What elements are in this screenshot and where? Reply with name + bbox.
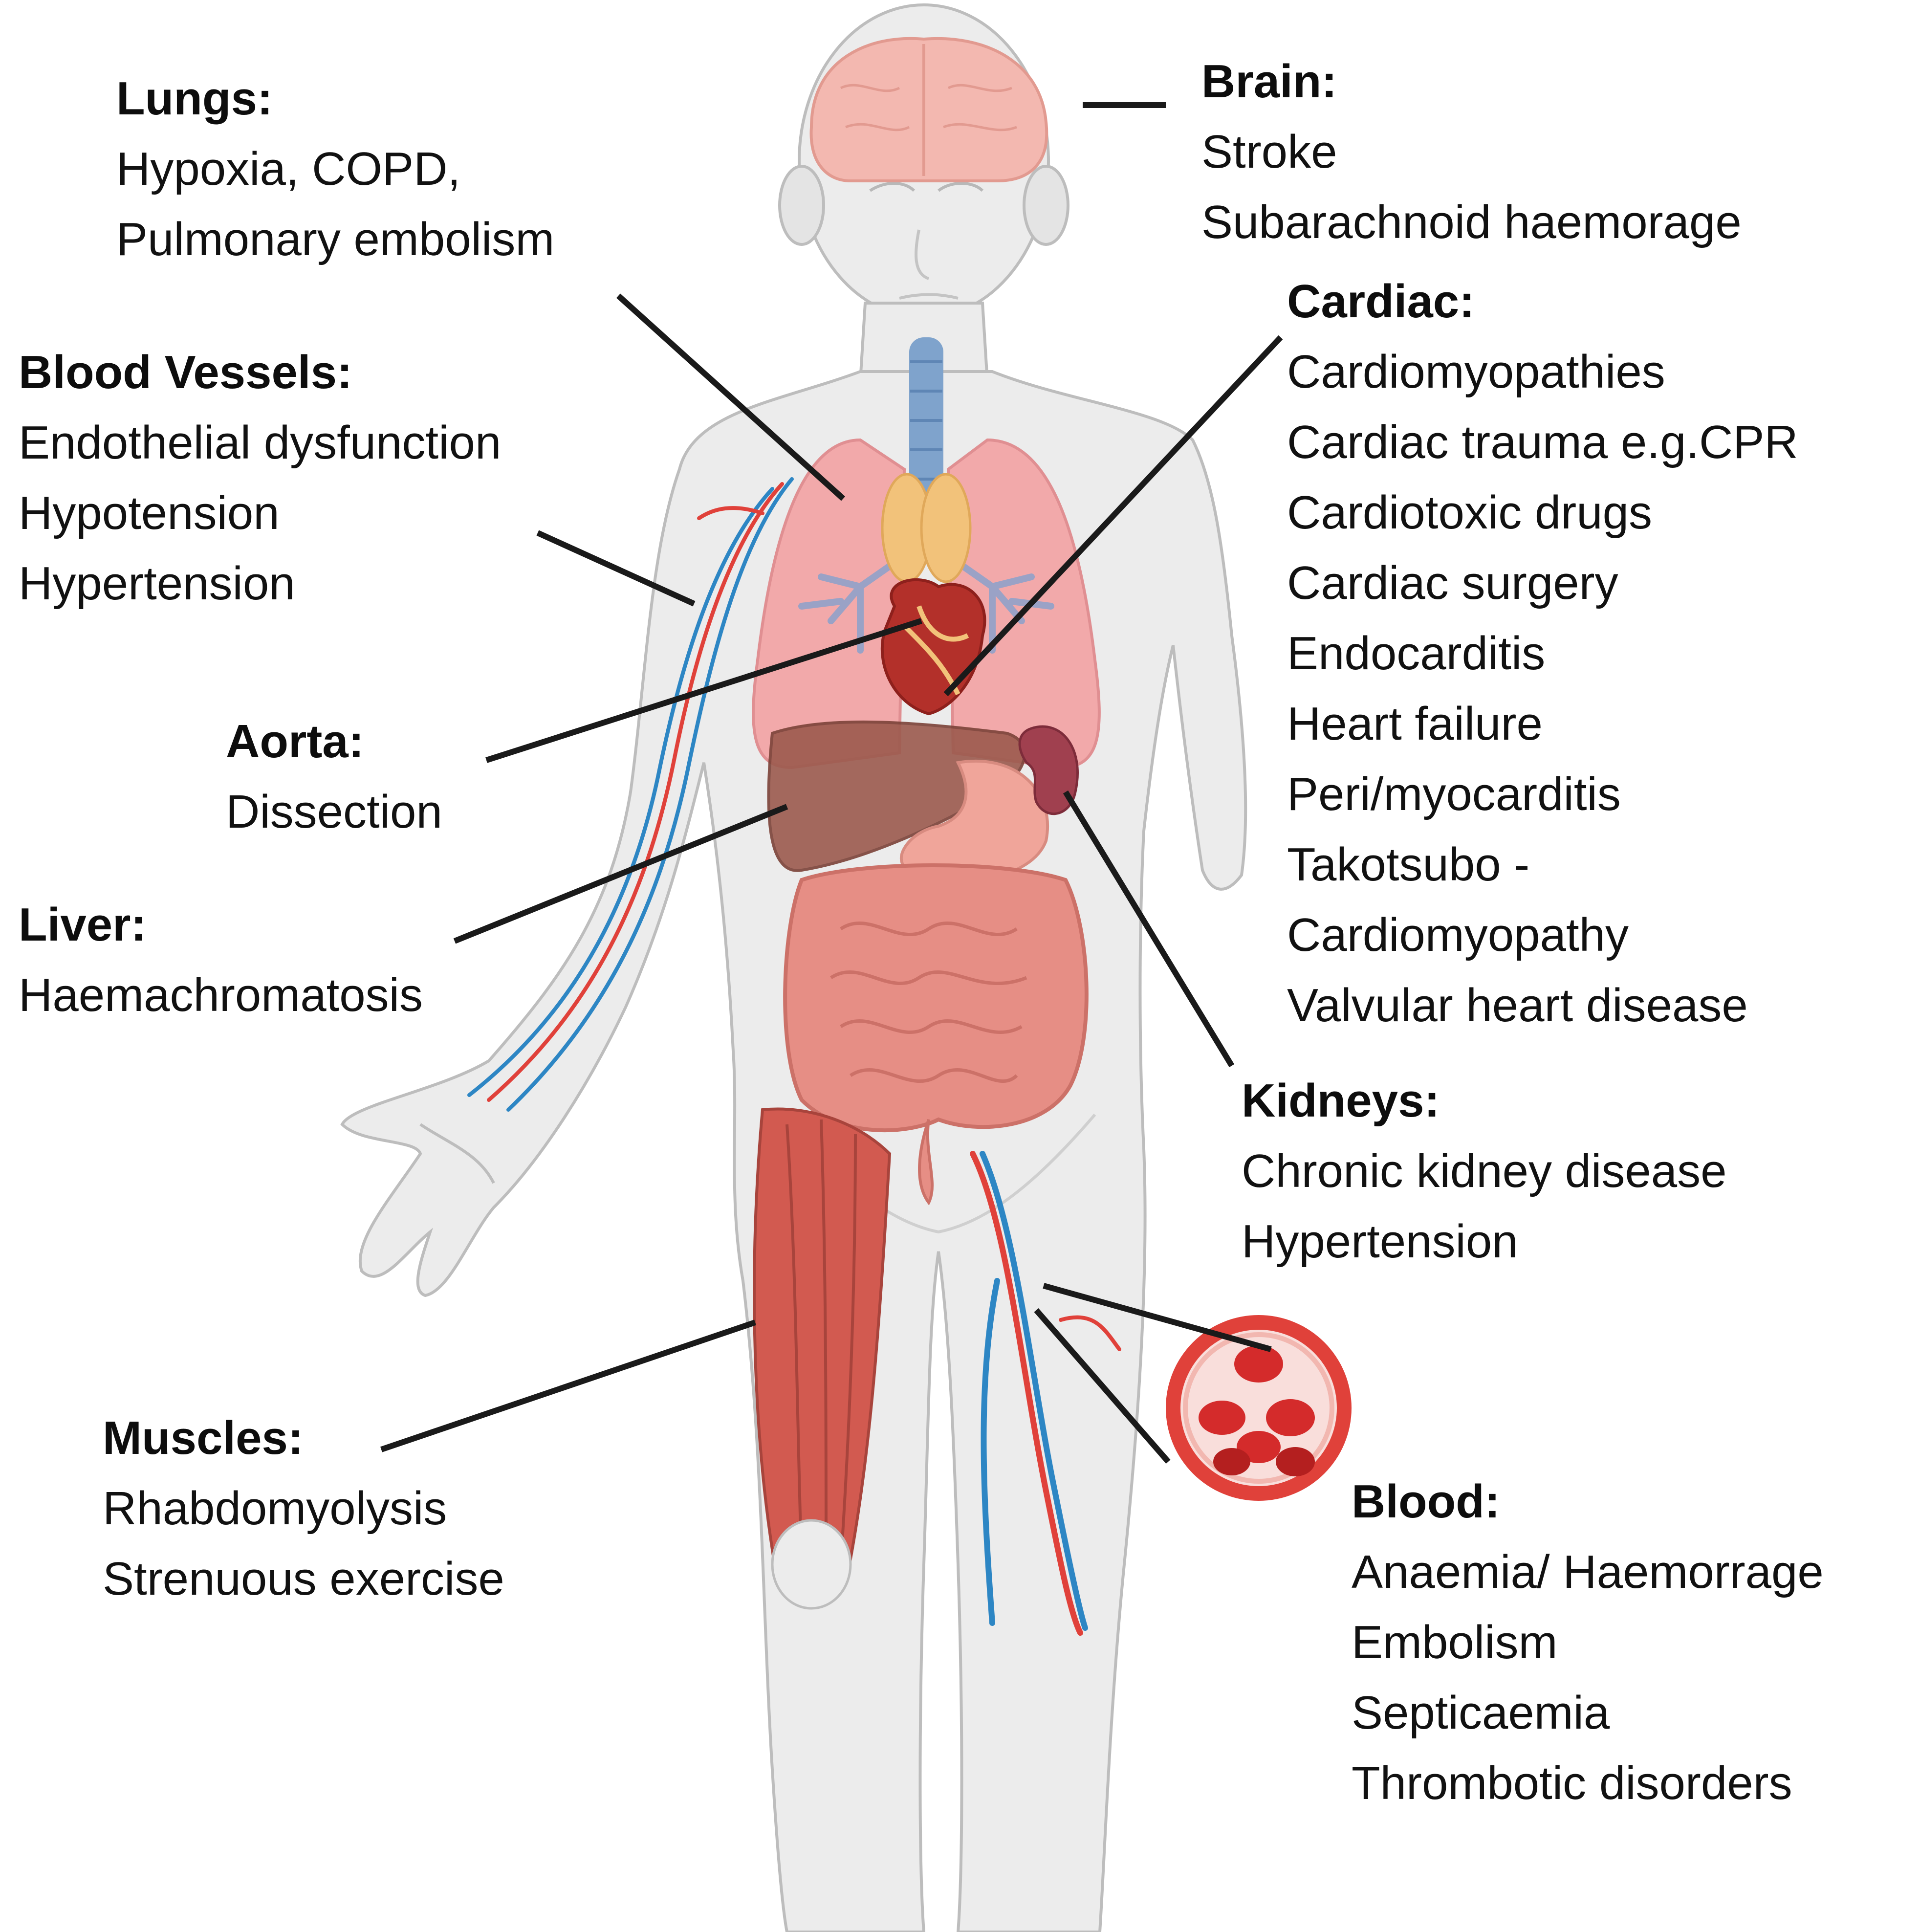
cardiac-item: Heart failure bbox=[1287, 698, 1543, 750]
blood-heading: Blood: bbox=[1352, 1475, 1500, 1528]
liver-heading: Liver: bbox=[19, 899, 147, 951]
thigh-muscle-illustration bbox=[753, 1107, 892, 1610]
lungs-illustration bbox=[752, 438, 1101, 769]
lungs-heading: Lungs: bbox=[116, 72, 273, 125]
arm-vessels-illustration bbox=[467, 477, 794, 1112]
blood-item: Septicaemia bbox=[1352, 1687, 1610, 1739]
kidneys-leader-line bbox=[1063, 790, 1235, 1068]
blood-vessels-item: Hypotension bbox=[19, 487, 280, 539]
brain-heading: Brain: bbox=[1201, 55, 1337, 108]
brain-label: Brain: Stroke Subarachnoid haemorage bbox=[1201, 46, 1742, 258]
blood-vessels-heading: Blood Vessels: bbox=[19, 346, 352, 398]
blood-item: Embolism bbox=[1352, 1616, 1558, 1669]
kidneys-item: Hypertension bbox=[1242, 1215, 1518, 1268]
blood-vessels-leader-line bbox=[536, 530, 696, 607]
cardiac-label: Cardiac: Cardiomyopathies Cardiac trauma… bbox=[1287, 266, 1798, 1041]
cardiac-item: Cardiotoxic drugs bbox=[1287, 486, 1652, 539]
muscles-leader-line bbox=[380, 1319, 756, 1452]
lungs-label: Lungs: Hypoxia, COPD, Pulmonary embolism bbox=[116, 64, 554, 275]
lungs-item: Hypoxia, COPD, bbox=[116, 143, 461, 195]
muscles-item: Rhabdomyolysis bbox=[103, 1482, 447, 1535]
aorta-leader-line bbox=[485, 618, 922, 763]
cardiac-item: Cardiac surgery bbox=[1287, 557, 1618, 609]
cardiac-item: Peri/myocarditis bbox=[1287, 768, 1621, 820]
brain-item: Stroke bbox=[1201, 126, 1337, 178]
brain-illustration bbox=[809, 37, 1048, 182]
blood-vessels-item: Hypertension bbox=[19, 557, 295, 610]
intestines-illustration bbox=[783, 863, 1089, 1206]
blood-item: Thrombotic disorders bbox=[1352, 1757, 1792, 1809]
cardiac-item: Takotsubo - bbox=[1287, 838, 1530, 891]
lungs-leader-line bbox=[616, 293, 846, 501]
muscles-label: Muscles: Rhabdomyolysis Strenuous exerci… bbox=[103, 1403, 504, 1614]
thyroid-illustration bbox=[881, 473, 972, 583]
cardiac-leader-line bbox=[943, 335, 1283, 697]
cardiac-item: Endocarditis bbox=[1287, 627, 1546, 680]
aorta-item: Dissection bbox=[226, 786, 442, 838]
blood-vessel-cross-section bbox=[1166, 1315, 1352, 1501]
blood-vessels-label: Blood Vessels: Endothelial dysfunction H… bbox=[19, 337, 501, 619]
liver-leader-line bbox=[453, 804, 788, 944]
leg-vessels-illustration bbox=[970, 1151, 1121, 1636]
cardiac-item: Valvular heart disease bbox=[1287, 979, 1748, 1032]
blood-item: Anaemia/ Haemorrage bbox=[1352, 1546, 1824, 1598]
liver-label: Liver: Haemachromatosis bbox=[19, 890, 423, 1031]
cardiac-item: Cardiomyopathies bbox=[1287, 346, 1665, 398]
cardiac-heading: Cardiac: bbox=[1287, 275, 1475, 328]
liver-item: Haemachromatosis bbox=[19, 969, 423, 1021]
leader-lines bbox=[380, 102, 1283, 1464]
blood-upper-leader-line bbox=[1043, 1283, 1272, 1352]
blood-vessels-item: Endothelial dysfunction bbox=[19, 417, 502, 469]
muscles-heading: Muscles: bbox=[103, 1412, 304, 1464]
aorta-heading: Aorta: bbox=[226, 715, 364, 768]
kidneys-label: Kidneys: Chronic kidney disease Hyperten… bbox=[1242, 1066, 1727, 1277]
cardiac-item: Cardiomyopathy bbox=[1287, 909, 1629, 961]
blood-label: Blood: Anaemia/ Haemorrage Embolism Sept… bbox=[1352, 1467, 1824, 1819]
aorta-label: Aorta: Dissection bbox=[226, 706, 442, 847]
muscles-item: Strenuous exercise bbox=[103, 1553, 504, 1605]
kidneys-heading: Kidneys: bbox=[1242, 1075, 1440, 1127]
kidney-illustration bbox=[1018, 725, 1079, 815]
cardiac-item: Cardiac trauma e.g.CPR bbox=[1287, 416, 1798, 468]
lungs-item: Pulmonary embolism bbox=[116, 213, 555, 265]
brain-item: Subarachnoid haemorage bbox=[1201, 196, 1742, 248]
blood-lower-leader-line bbox=[1034, 1308, 1171, 1464]
kidneys-item: Chronic kidney disease bbox=[1242, 1145, 1727, 1197]
